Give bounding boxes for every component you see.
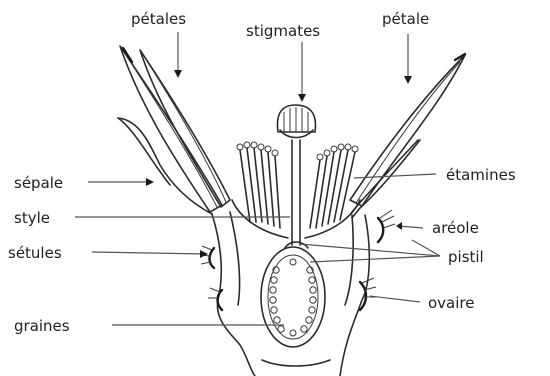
stamens-right [305, 144, 360, 238]
pointer-setules [92, 252, 206, 254]
label-petale: pétale [382, 10, 429, 28]
flower-drawing [118, 46, 465, 376]
stamens-left [232, 142, 288, 238]
label-pistil: pistil [448, 248, 484, 266]
stigmas [277, 105, 315, 138]
label-style: style [14, 209, 50, 227]
label-stigmates: stigmates [246, 22, 320, 40]
label-etamines: étamines [446, 166, 516, 184]
arrowhead-areole [396, 222, 402, 230]
label-setules: sétules [8, 244, 62, 262]
label-petales: pétales [131, 10, 186, 28]
pointer-pistil-ovary [310, 256, 440, 262]
arrowhead-petale [404, 76, 412, 84]
arrowhead-stigmates [298, 94, 306, 102]
pointer-ovaire [370, 296, 420, 302]
style-column [285, 140, 308, 248]
arrowhead-setules [200, 250, 208, 258]
label-areole: aréole [432, 219, 479, 237]
arrowhead-sepale [146, 178, 154, 186]
label-sepale: sépale [14, 174, 63, 192]
label-graines: graines [14, 317, 70, 335]
receptacle [212, 212, 369, 376]
label-ovaire: ovaire [428, 294, 474, 312]
arrowhead-petales [174, 70, 182, 78]
